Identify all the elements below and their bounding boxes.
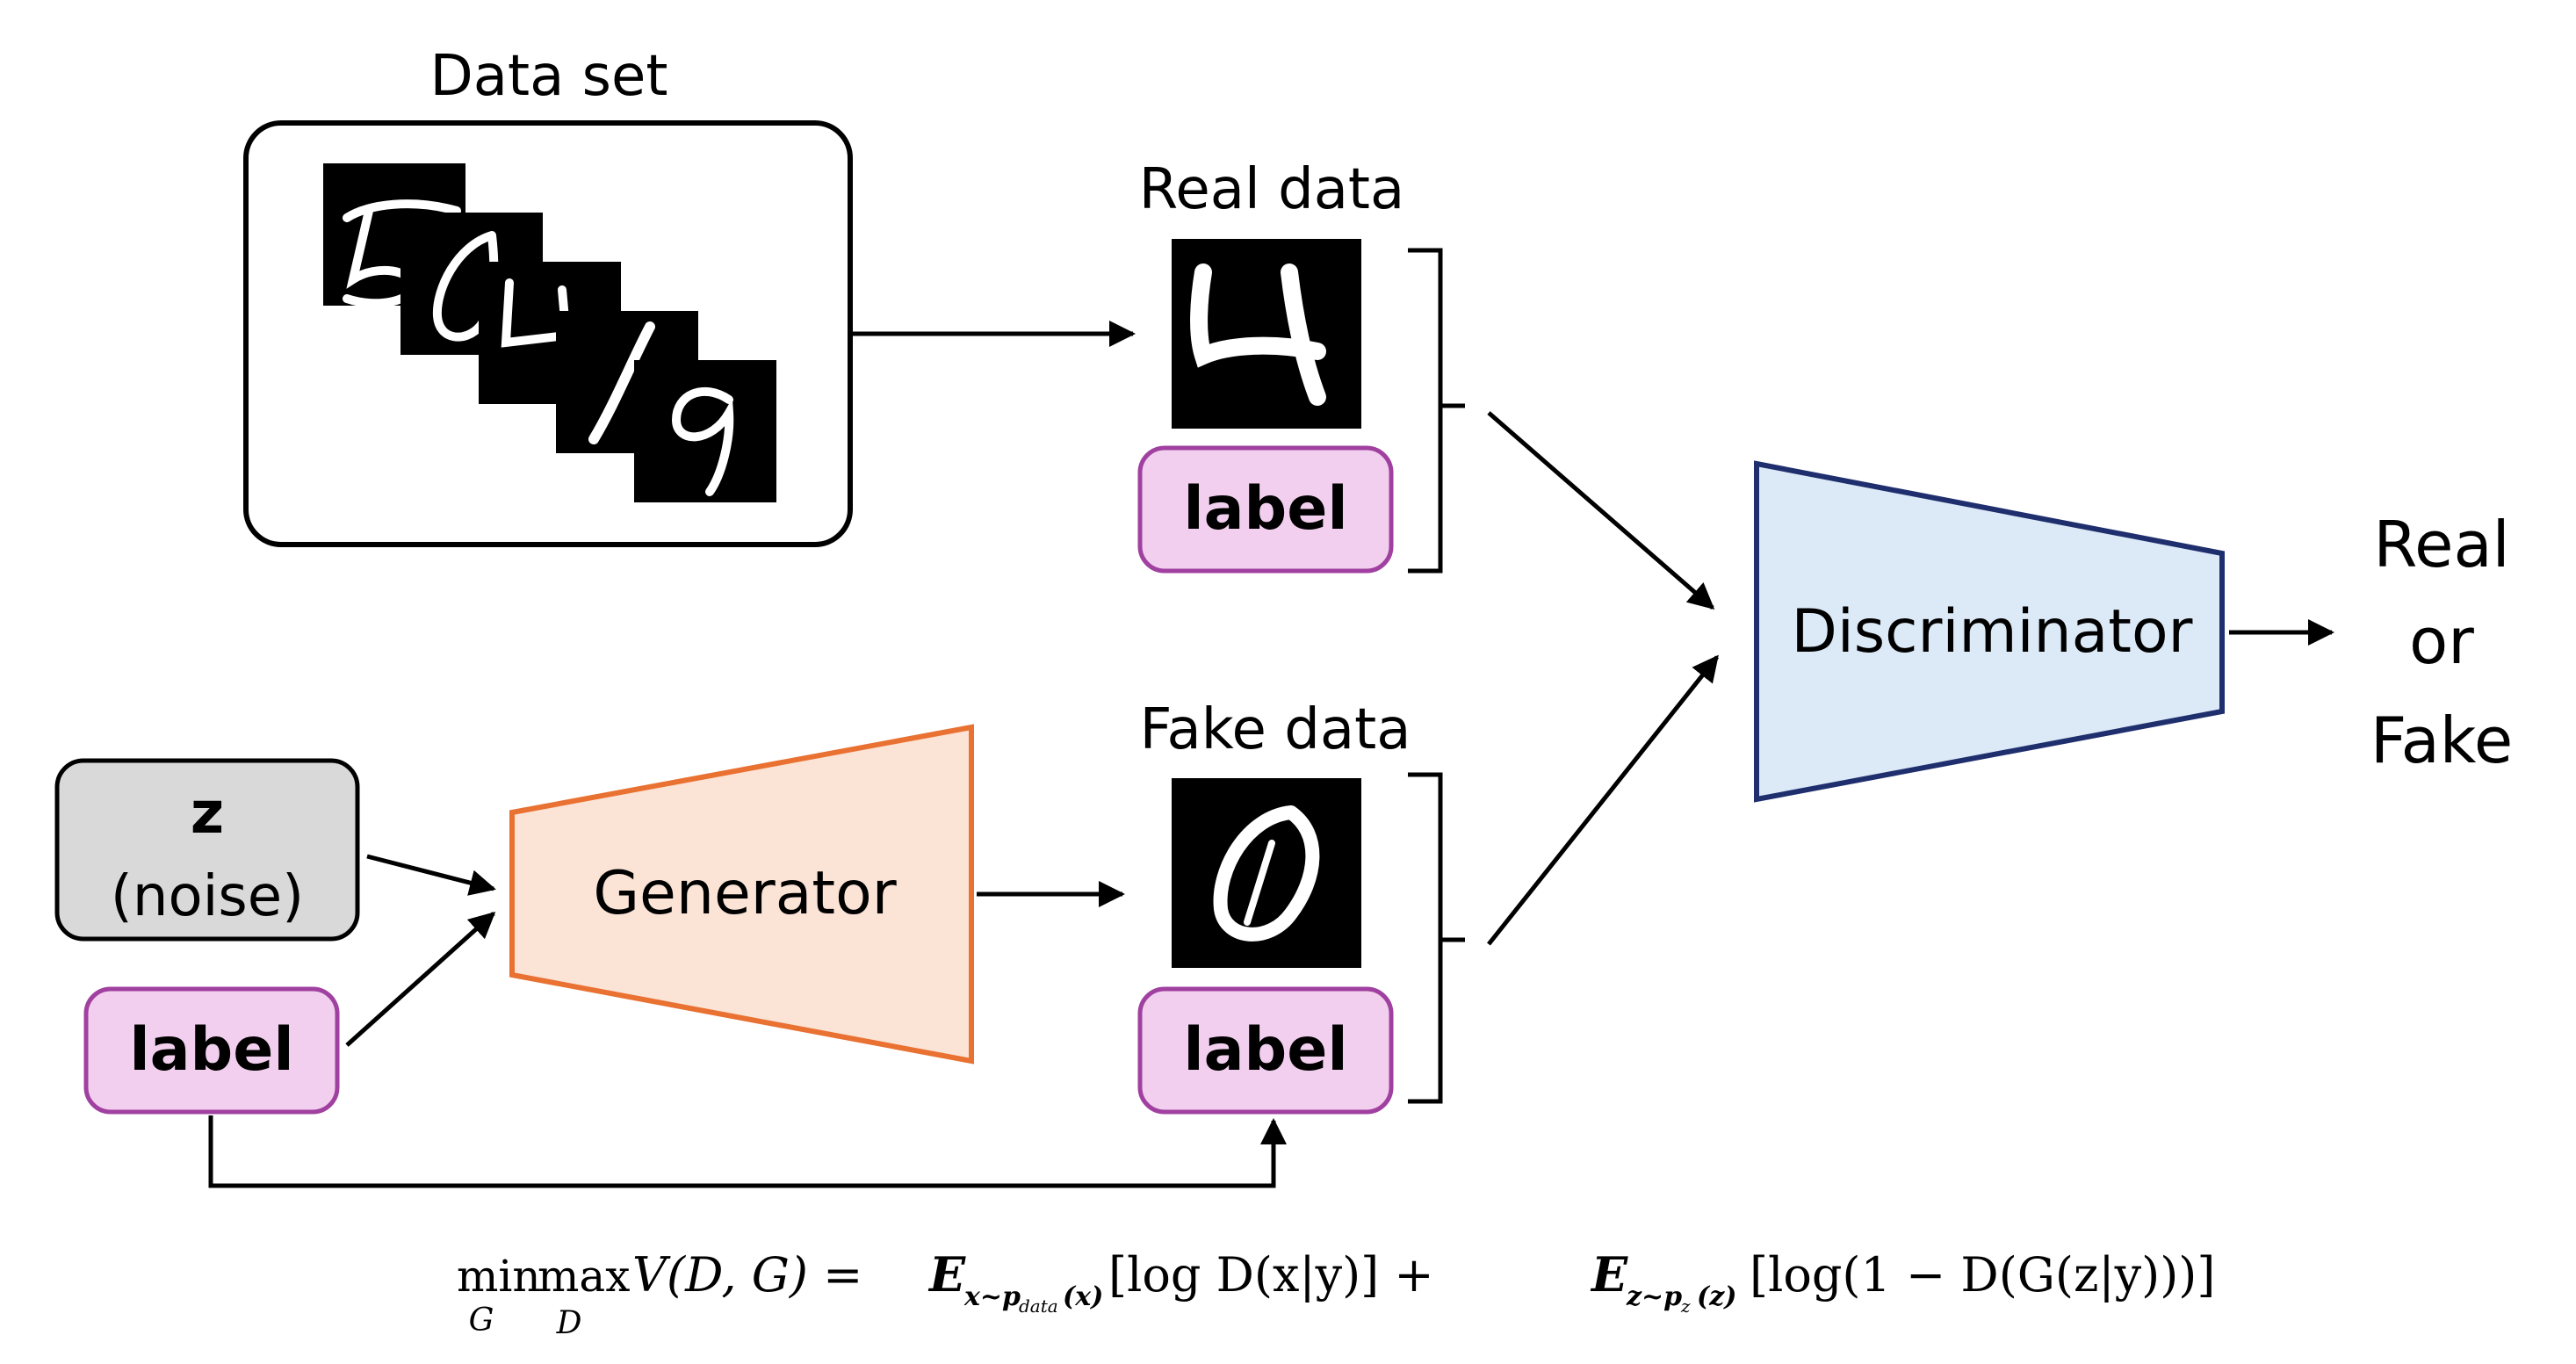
real-data-title: Real data <box>1139 157 1404 222</box>
generator-block <box>509 724 974 1064</box>
output-real: Real <box>2373 508 2509 581</box>
formula-max-sub: D <box>556 1305 582 1341</box>
arrow-fake-to-discriminator <box>1487 654 1719 946</box>
discriminator-block <box>1754 460 2225 803</box>
formula-e1-sub-end: (x) <box>1063 1281 1103 1312</box>
dataset-digit-images <box>323 163 776 502</box>
formula-term2: [log(1 − D(G(z|y)))] <box>1750 1247 2215 1303</box>
input-label-box <box>83 986 340 1115</box>
formula-min: min <box>457 1251 541 1302</box>
real-brace <box>1408 248 1465 574</box>
fake-digit-image <box>1172 778 1361 968</box>
objective-formula: min G max D V(D, G) = E x~p data (x) [lo… <box>457 1246 2215 1341</box>
dataset-title: Data set <box>430 44 668 109</box>
formula-e1-sub: x~p <box>963 1281 1021 1312</box>
noise-desc-text: (noise) <box>111 864 304 929</box>
arrow-label-to-fake-label <box>208 1115 1287 1188</box>
input-label-text: label <box>129 1015 293 1085</box>
arrow-noise-to-generator <box>366 854 496 896</box>
real-label-text: label <box>1183 474 1347 544</box>
formula-e2-subsub: z <box>1680 1295 1691 1317</box>
formula-term1: [log D(x|y)] + <box>1108 1247 1434 1303</box>
fake-brace <box>1408 772 1465 1104</box>
formula-e2-sub: z~p <box>1626 1281 1682 1312</box>
generator-label: Generator <box>593 859 896 928</box>
output-or: or <box>2409 604 2474 678</box>
formula-lhs: V(D, G) = <box>632 1247 862 1303</box>
formula-e1: E <box>927 1246 966 1303</box>
real-label-box <box>1137 445 1394 574</box>
output-fake: Fake <box>2370 704 2513 777</box>
noise-box <box>54 758 360 942</box>
formula-e1-subsub: data <box>1019 1295 1058 1317</box>
discriminator-label: Discriminator <box>1791 597 2192 667</box>
noise-z-text: z <box>191 779 224 847</box>
digit-image-9 <box>634 360 776 502</box>
fake-label-box <box>1137 986 1394 1115</box>
arrow-label-to-generator <box>345 911 496 1047</box>
fake-label-text: label <box>1183 1015 1347 1085</box>
formula-e2-sub-end: (z) <box>1697 1281 1736 1312</box>
fake-data-title: Fake data <box>1140 697 1411 762</box>
formula-e2: E <box>1590 1246 1628 1303</box>
formula-max: max <box>538 1251 630 1302</box>
formula-min-sub: G <box>469 1303 494 1339</box>
arrow-real-to-discriminator <box>1487 411 1715 610</box>
real-digit-image <box>1172 239 1361 429</box>
